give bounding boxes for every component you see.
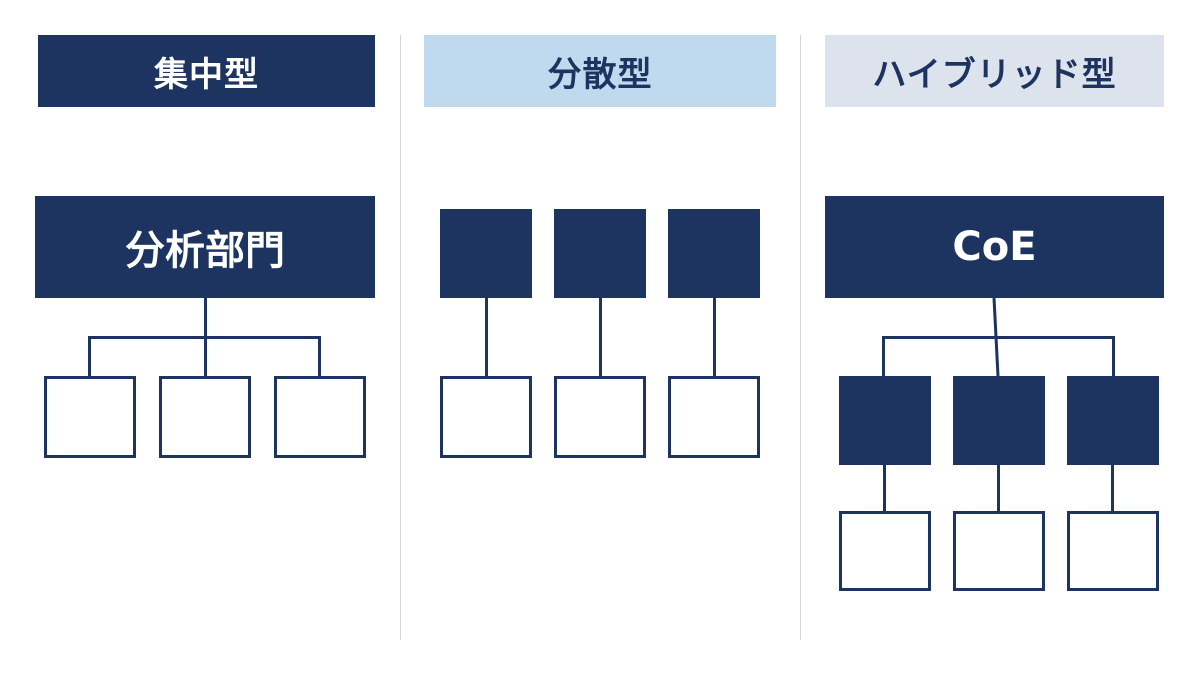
coe-box: CoE — [825, 196, 1164, 298]
connector-line — [485, 298, 488, 376]
connector-line — [318, 336, 321, 376]
column-divider-2 — [800, 35, 801, 640]
business-unit-box — [554, 376, 646, 458]
distributed-title: 分散型 — [547, 54, 653, 95]
connector-line — [997, 465, 1000, 511]
connector-line — [1112, 336, 1115, 376]
connector-line — [883, 465, 886, 511]
business-unit-box — [839, 511, 931, 591]
analytics-department-box: 分析部門 — [35, 196, 375, 298]
business-unit-box — [159, 376, 251, 458]
connector-line — [88, 336, 91, 376]
analytics-team-box — [1067, 376, 1159, 465]
connector-line — [1111, 465, 1114, 511]
analytics-team-box — [440, 209, 532, 298]
business-unit-box — [668, 376, 760, 458]
analytics-department-label: 分析部門 — [125, 228, 285, 274]
coe-label: CoE — [952, 224, 1037, 270]
hybrid-title: ハイブリッド型 — [872, 54, 1117, 95]
connector-line — [88, 336, 321, 339]
business-unit-box — [44, 376, 136, 458]
centralized-title: 集中型 — [154, 54, 259, 95]
connector-line — [599, 298, 602, 376]
analytics-team-box — [953, 376, 1045, 465]
analytics-team-box — [554, 209, 646, 298]
business-unit-box — [274, 376, 366, 458]
business-unit-box — [953, 511, 1045, 591]
connector-line — [882, 336, 1115, 339]
column-divider-1 — [400, 35, 401, 640]
centralized-header: 集中型 — [38, 35, 375, 107]
hybrid-header: ハイブリッド型 — [825, 35, 1164, 107]
distributed-header: 分散型 — [424, 35, 776, 107]
connector-line — [882, 336, 885, 376]
connector-line — [713, 298, 716, 376]
business-unit-box — [1067, 511, 1159, 591]
analytics-team-box — [839, 376, 931, 465]
analytics-team-box — [668, 209, 760, 298]
business-unit-box — [440, 376, 532, 458]
